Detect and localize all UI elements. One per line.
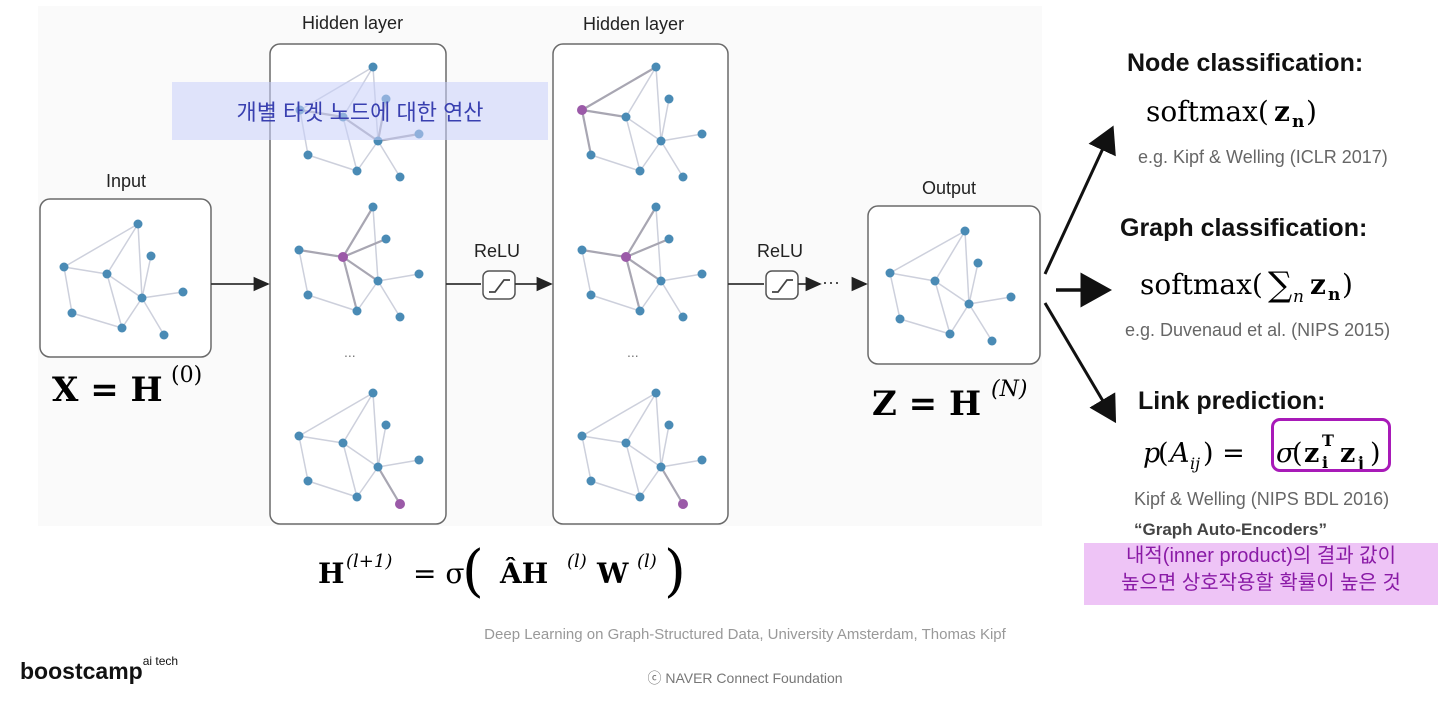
brand-boost: boost <box>20 658 83 684</box>
svg-text:z: z <box>1304 438 1319 469</box>
layers-ellipsis: ··· <box>822 272 840 292</box>
svg-text:X = H: X = H <box>52 370 163 410</box>
svg-text:i: i <box>1322 453 1328 472</box>
arrow-link-task <box>1043 302 1117 424</box>
graph-autoencoders-label: “Graph Auto-Encoders” <box>1134 520 1327 539</box>
svg-text:(l): (l) <box>637 551 657 572</box>
citation: Deep Learning on Graph-Structured Data, … <box>484 626 1006 643</box>
svg-text:H: H <box>318 557 344 590</box>
svg-text:= σ: = σ <box>413 557 464 590</box>
svg-text:softmax(: softmax( <box>1140 268 1263 301</box>
hidden2-graph-top <box>577 62 707 182</box>
svg-text:ÂH: ÂH <box>499 557 548 590</box>
svg-text:A: A <box>1167 438 1190 469</box>
svg-text:(: ( <box>462 539 484 604</box>
graph-classification-ref: e.g. Duvenaud et al. (NIPS 2015) <box>1125 320 1391 340</box>
boostcamp-logo: boostcampai tech <box>20 654 178 685</box>
hidden-layer-box-2 <box>552 43 729 525</box>
svg-text:n: n <box>1293 287 1304 307</box>
svg-text:p: p <box>1143 438 1160 469</box>
svg-text:(: ( <box>1292 438 1303 469</box>
inner-product-annotation-line1: 내적(inner product)의 결과 값이 <box>1126 545 1396 567</box>
inner-product-highlight-box <box>1271 418 1391 472</box>
hidden1-graph-middle <box>294 202 424 322</box>
node-formula: softmax( z n ) <box>1146 95 1317 132</box>
output-graph-nodes <box>885 226 1016 346</box>
output-graph <box>889 230 1012 342</box>
svg-text:(l): (l) <box>567 551 587 572</box>
x-equals-h0: X = H (0) <box>52 363 202 410</box>
graph-classification-title: Graph classification: <box>1120 214 1368 242</box>
svg-text:(: ( <box>1158 438 1169 469</box>
svg-text:(N): (N) <box>991 377 1027 402</box>
target-node-annotation: 개별 타겟 노드에 대한 연산 <box>172 82 548 140</box>
svg-text:j: j <box>1356 453 1364 472</box>
svg-text:W: W <box>596 557 629 590</box>
hidden2-graph-bottom <box>577 388 707 509</box>
brand-camp: camp <box>82 658 143 684</box>
hidden1-graph-bottom <box>294 388 424 509</box>
input-box <box>39 198 212 358</box>
output-label: Output <box>922 178 977 198</box>
node-classification-title: Node classification: <box>1127 49 1364 77</box>
output-box <box>867 205 1041 365</box>
svg-text:): ) <box>1342 268 1353 301</box>
input-graph-nodes <box>59 219 188 340</box>
svg-text:z: z <box>1310 268 1326 301</box>
z-equals-hn: Z = H (N) <box>872 377 1027 424</box>
svg-text:Z = H: Z = H <box>872 384 981 424</box>
svg-text:): ) <box>1370 438 1381 469</box>
svg-text:n: n <box>1328 285 1340 305</box>
graph-formula: softmax( ∑ n z n ) <box>1140 265 1353 307</box>
relu-label-2: ReLU <box>757 241 804 261</box>
hidden-layer-label-2: Hidden layer <box>583 14 685 34</box>
copyright: ⓒ NAVER Connect Foundation <box>647 670 843 686</box>
link-prediction-ref: Kipf & Welling (NIPS BDL 2016) <box>1134 489 1390 509</box>
relu-label-1: ReLU <box>474 241 521 261</box>
svg-text:) =: ) = <box>1203 438 1245 469</box>
svg-text:∑: ∑ <box>1268 265 1292 305</box>
svg-text:(l+1): (l+1) <box>346 551 392 572</box>
hidden2-ellipsis: ... <box>627 344 639 360</box>
brand-aitech: ai tech <box>142 654 179 668</box>
svg-text:(0): (0) <box>171 363 202 388</box>
svg-text:n: n <box>1292 112 1304 132</box>
relu-box-1 <box>482 270 516 300</box>
svg-text:T: T <box>1322 431 1334 450</box>
svg-text:σ: σ <box>1276 438 1296 469</box>
inner-product-annotation-line2: 높으면 상호작용할 확률이 높은 것 <box>1121 572 1401 594</box>
input-label: Input <box>106 171 147 191</box>
hidden1-ellipsis: ... <box>344 344 356 360</box>
input-graph <box>63 223 184 336</box>
hidden-layer-label-1: Hidden layer <box>302 13 404 33</box>
link-prediction-title: Link prediction: <box>1138 387 1326 415</box>
svg-text:z: z <box>1274 95 1290 128</box>
svg-text:): ) <box>1306 95 1317 128</box>
relu-box-2 <box>765 270 799 300</box>
link-formula: p ( A ij ) = σ ( z i T z j ) <box>1143 431 1381 473</box>
arrow-node-task <box>1043 125 1116 275</box>
node-classification-ref: e.g. Kipf & Welling (ICLR 2017) <box>1138 147 1388 167</box>
layer-update-formula: H (l+1) = σ ( ÂH (l) W (l) ) <box>318 539 686 604</box>
svg-text:): ) <box>664 539 686 604</box>
svg-text:softmax(: softmax( <box>1146 95 1269 128</box>
inner-product-annotation: 내적(inner product)의 결과 값이 높으면 상호작용할 확률이 높… <box>1084 543 1438 605</box>
svg-text:z: z <box>1340 438 1355 469</box>
hidden2-graph-middle <box>577 202 707 322</box>
svg-text:ij: ij <box>1190 454 1200 473</box>
